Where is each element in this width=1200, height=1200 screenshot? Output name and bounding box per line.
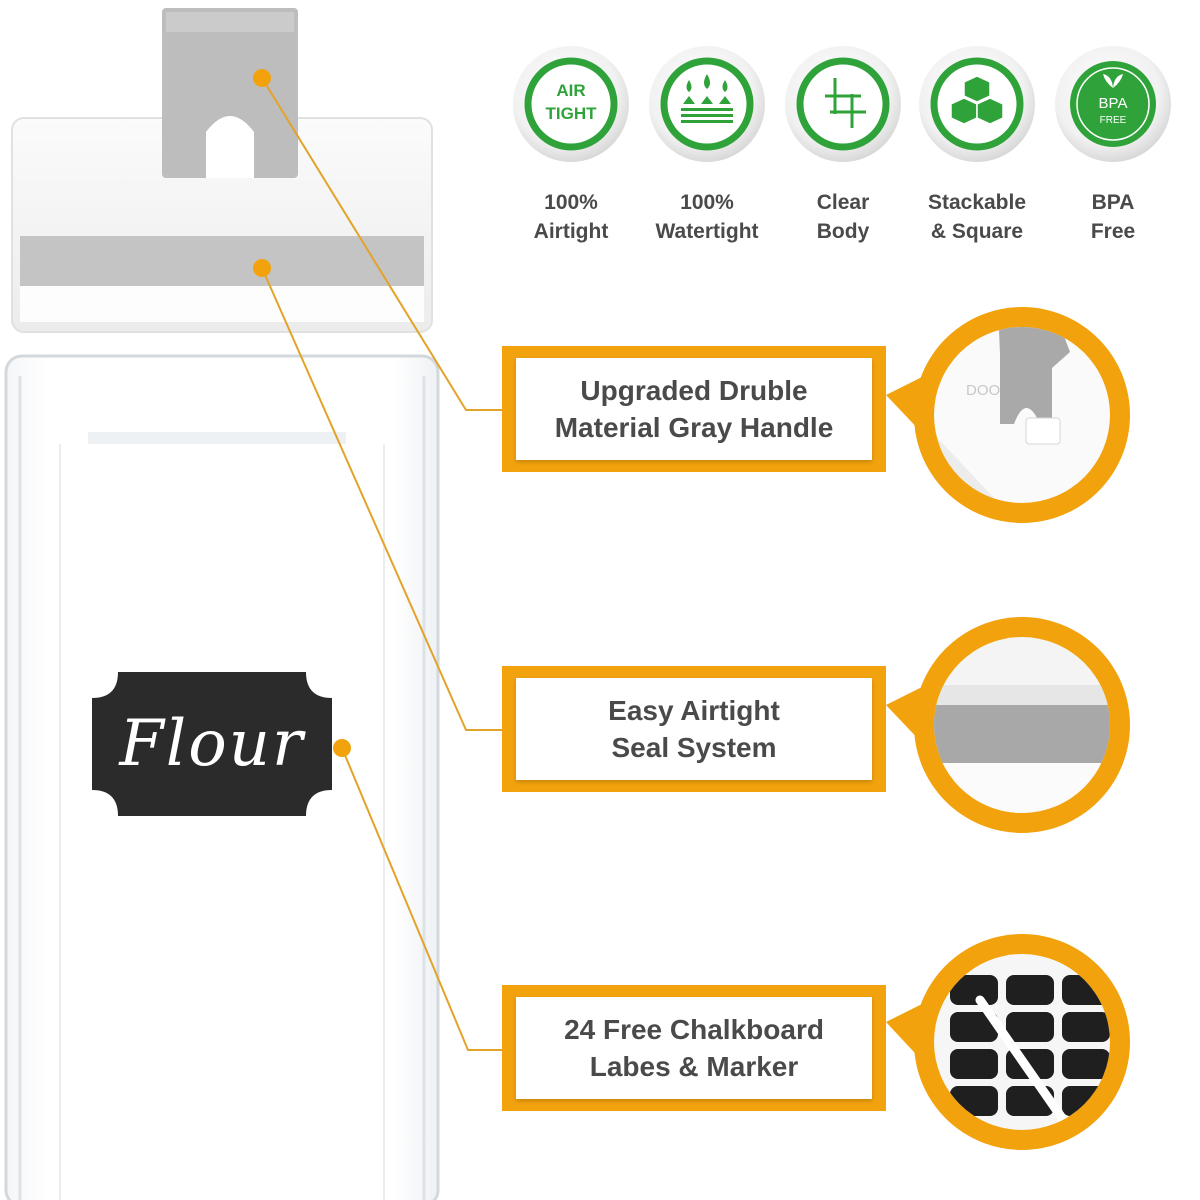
feature-text: Material Gray Handle [554,412,834,443]
feature-text: Upgraded Druble [580,375,808,406]
stackable-cubes-icon [950,75,1004,125]
closeup-seal [886,617,1130,833]
airtight-text-icon: AIR [556,81,585,100]
svg-text:FREE: FREE [1100,115,1127,126]
feature-text: 24 Free Chalkboard [564,1014,824,1045]
feature-box-handle: Upgraded Druble Material Gray Handle [502,346,886,472]
closeup-labels [886,934,1130,1150]
feature-box-seal: Easy Airtight Seal System [502,666,886,792]
badge-label-watertight: 100%Watertight [655,191,759,243]
chalk-marker [975,995,1067,1123]
badge-watertight [649,46,765,162]
badge-airtight: AIR TIGHT [513,46,629,162]
badge-bpa-free: BPA FREE [1055,46,1171,162]
callout-dot-seal [253,259,271,277]
clear-body-icon [825,78,866,128]
feature-box-labels: 24 Free Chalkboard Labes & Marker [502,985,886,1111]
badge-label-stackable: Stackable& Square [927,191,1027,243]
badge-stackable [919,46,1035,162]
feature-text: Easy Airtight [608,695,780,726]
bpa-free-leaf-icon: BPA FREE [1099,74,1128,126]
jar-label-text: Flour [119,707,305,781]
jar-lid [11,117,433,333]
badge-label-airtight: 100%Airtight [533,191,609,243]
callout-dot-handle [253,69,271,87]
svg-text:TIGHT: TIGHT [546,104,598,123]
callout-connectors [261,77,502,1051]
svg-text:BPA: BPA [1099,95,1128,112]
feature-text: Seal System [611,732,777,763]
lid-handle [162,8,298,178]
closeup-handle: DOO [886,307,1130,523]
badge-clear-body [785,46,901,162]
callout-dot-label [333,739,351,757]
watertight-icon [681,74,733,123]
brand-imprint-text: DOO [966,382,1000,399]
chalkboard-label [92,672,332,816]
feature-text: Labes & Marker [589,1051,799,1082]
